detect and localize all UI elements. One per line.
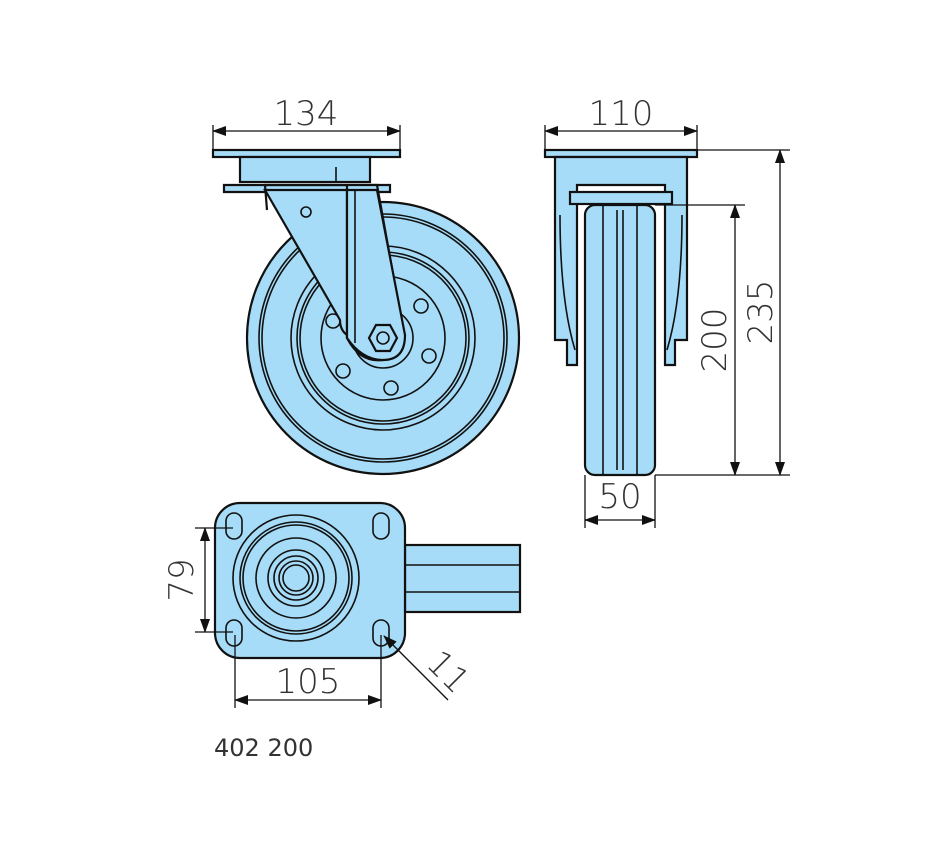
dim-200: 200 (695, 308, 735, 373)
dimension-lines (195, 125, 790, 708)
side-view (543, 148, 699, 477)
dim-11: 11 (418, 643, 477, 702)
brake-hole (300, 206, 312, 218)
dim-134: 134 (274, 94, 339, 134)
dim-235: 235 (741, 280, 781, 345)
dim-110: 110 (589, 94, 654, 134)
dim-105: 105 (276, 662, 341, 702)
bottom-view (213, 501, 522, 660)
side-wheel (583, 203, 657, 477)
axle-nut (367, 323, 399, 353)
article-number: 402 200 (214, 734, 314, 762)
front-view (211, 148, 521, 476)
dim-79: 79 (162, 558, 202, 601)
fork-arm (403, 543, 522, 614)
dim-50: 50 (598, 477, 641, 517)
